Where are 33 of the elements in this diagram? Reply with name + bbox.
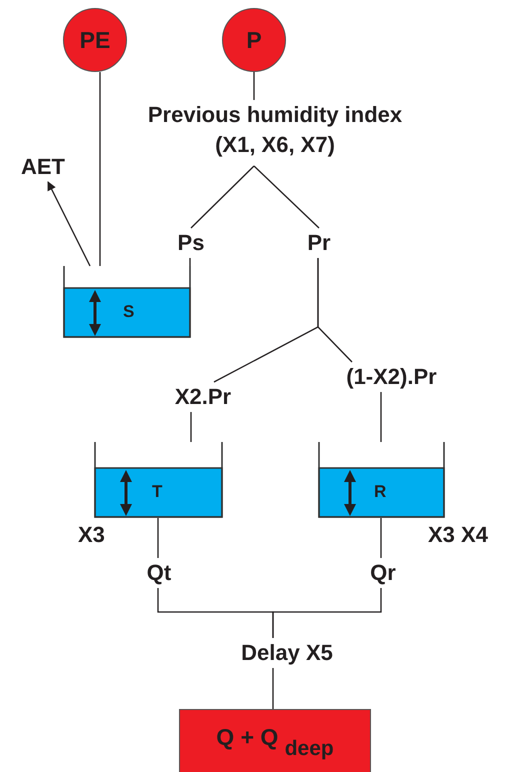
connector-line [190, 166, 254, 228]
connector-line [189, 258, 191, 266]
output-box [179, 709, 371, 772]
flux-label: AET [8, 152, 78, 182]
connector-line [380, 392, 382, 442]
connector-line [272, 588, 382, 638]
tank-label: T [152, 482, 162, 502]
reservoir-tank [94, 442, 223, 518]
connector-line [317, 258, 352, 362]
parameter-label: X3 [78, 522, 105, 548]
connector-line [99, 72, 101, 266]
connector-line [380, 518, 382, 558]
connector-line [253, 72, 255, 100]
reservoir-tank [63, 266, 191, 338]
connector-line [254, 166, 320, 228]
connector-line [157, 518, 159, 558]
flux-label: (1-X2).Pr [324, 362, 459, 392]
tank-label: S [123, 302, 134, 322]
flux-label: Delay X5 [212, 638, 362, 668]
flux-label: Qt [138, 558, 180, 588]
connector-line [190, 412, 192, 442]
flux-label: Pr [300, 228, 338, 258]
circle-label: PE [80, 26, 110, 54]
flux-label: Ps [170, 228, 212, 258]
connector-line [272, 668, 274, 709]
parameter-label: X3 X4 [428, 522, 488, 548]
flux-label: Qr [362, 558, 404, 588]
arrow [47, 181, 91, 266]
tank-label: R [374, 482, 386, 502]
reservoir-tank [318, 442, 445, 518]
flux-label: Previous humidity index (X1, X6, X7) [130, 100, 420, 166]
circle-label: P [246, 26, 262, 54]
flux-label: X2.Pr [158, 382, 248, 412]
